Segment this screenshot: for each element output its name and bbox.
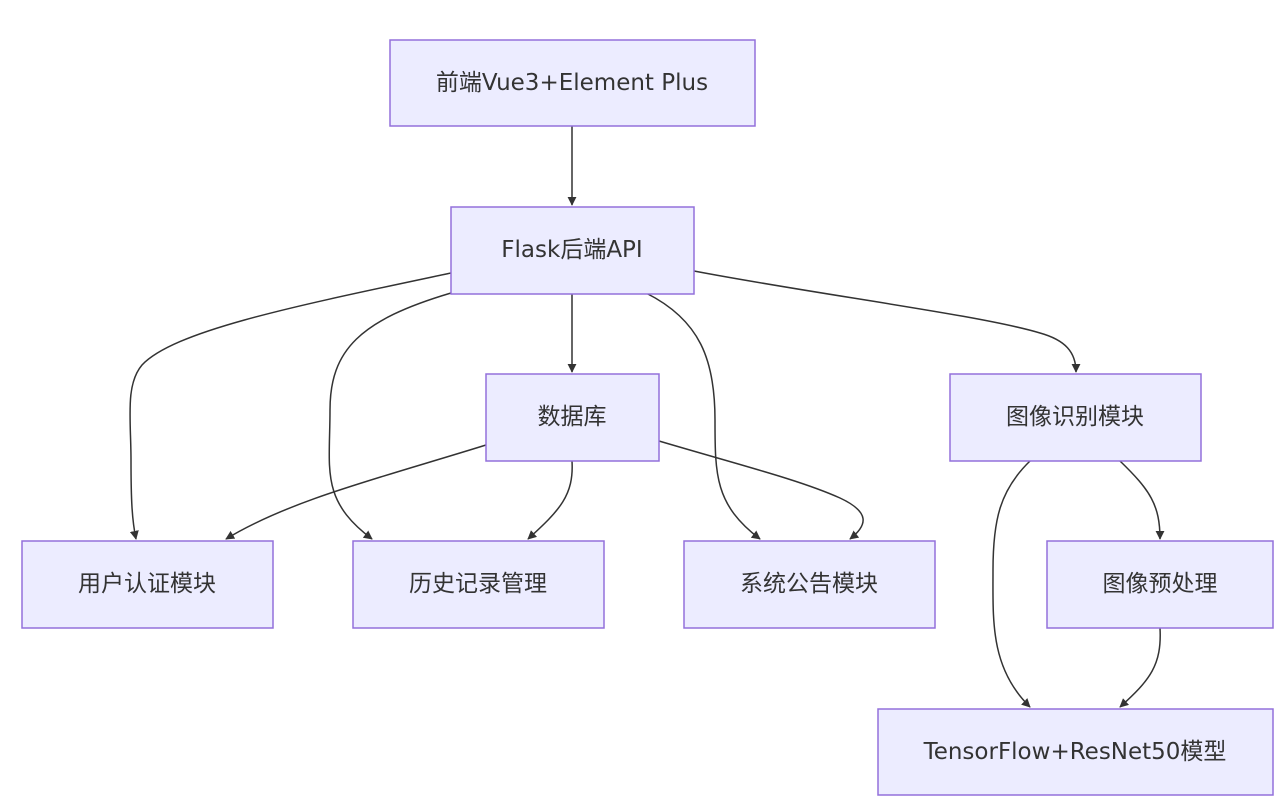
node-frontend: 前端Vue3+Element Plus [389, 39, 756, 127]
node-history-label: 历史记录管理 [409, 571, 547, 597]
node-database: 数据库 [485, 373, 660, 462]
edge-preprocess-to-model [1119, 627, 1161, 708]
edge-image-recognition-to-preprocess [1119, 460, 1165, 540]
edge-backend-to-user-auth [129, 272, 452, 540]
node-preprocess: 图像预处理 [1046, 540, 1274, 629]
node-announcement: 系统公告模块 [683, 540, 936, 629]
node-announcement-label: 系统公告模块 [740, 571, 878, 597]
node-model: TensorFlow+ResNet50模型 [877, 708, 1274, 796]
node-database-label: 数据库 [538, 404, 607, 430]
edge-database-to-announcement [658, 440, 864, 540]
node-history: 历史记录管理 [352, 540, 605, 629]
node-image-recognition-label: 图像识别模块 [1006, 404, 1144, 430]
node-backend-label: Flask后端API [501, 237, 642, 263]
edge-backend-to-image-recognition [693, 270, 1081, 373]
edge-database-to-history [527, 460, 573, 540]
node-preprocess-label: 图像预处理 [1103, 571, 1218, 597]
node-user-auth: 用户认证模块 [21, 540, 274, 629]
node-model-label: TensorFlow+ResNet50模型 [923, 739, 1227, 765]
edge-image-recognition-to-model [992, 460, 1031, 708]
edge-database-to-user-auth [225, 444, 487, 540]
node-frontend-label: 前端Vue3+Element Plus [436, 70, 708, 96]
node-user-auth-label: 用户认证模块 [78, 571, 216, 597]
edges [129, 126, 1165, 708]
node-image-recognition: 图像识别模块 [949, 373, 1202, 462]
edge-backend-to-announcement [645, 292, 761, 540]
edge-backend-to-history [328, 292, 452, 540]
node-backend: Flask后端API [450, 206, 695, 295]
